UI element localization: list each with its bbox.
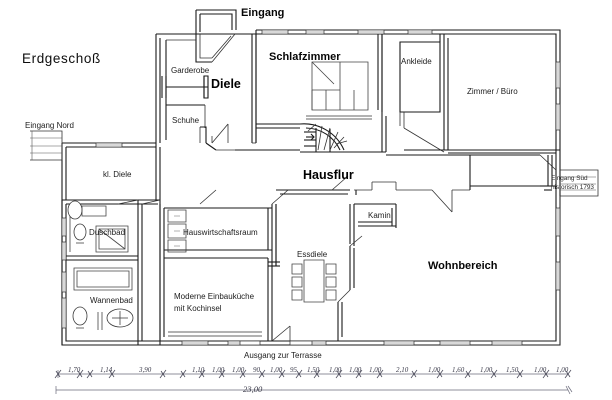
dimension-tick <box>517 370 523 378</box>
page-title: Erdgeschoß <box>22 51 101 66</box>
dimension-tick <box>109 370 115 378</box>
dimension-tick <box>259 370 265 378</box>
room-label-duschbad: Duschbad <box>89 228 126 237</box>
dimension-segment-label: 3,90 <box>139 366 152 374</box>
outer-walls <box>30 9 599 346</box>
dimension-segment-label: 1,10 <box>192 366 205 374</box>
dimension-tick <box>180 370 186 378</box>
dimension-tick <box>219 370 225 378</box>
bath-block <box>61 199 161 345</box>
dimension-tick <box>240 370 246 378</box>
dimension-tick <box>199 370 205 378</box>
room-label-hauswirtschaft: Hauswirtschaftsraum <box>183 228 258 237</box>
room-label-historisch-1793: historisch 1793 <box>551 184 594 191</box>
dimension-tick <box>87 370 93 378</box>
dimension-tick <box>565 370 571 378</box>
dimension-tick <box>411 370 417 378</box>
room-label-eingang: Eingang <box>241 7 285 19</box>
ankleide-buero-group <box>346 34 560 171</box>
room-label-kl-diele: kl. Diele <box>103 170 132 179</box>
room-label-wannenbad: Wannenbad <box>90 296 133 305</box>
room-label-wohnbereich: Wohnbereich <box>428 260 498 272</box>
dimension-tick <box>491 370 497 378</box>
schlafzimmer-group <box>255 30 383 143</box>
dimension-tick <box>55 370 61 378</box>
dimension-segment-label: 1,60 <box>452 366 465 374</box>
dimension-segment-label: 1,00 <box>270 366 283 374</box>
dimension-segment-label: 1,14 <box>100 366 113 374</box>
room-label-kueche-l2: mit Kochinsel <box>174 304 222 313</box>
essdiele-group <box>275 175 363 341</box>
dimension-tick <box>437 370 443 378</box>
room-label-kamin: Kamin <box>368 211 391 220</box>
dimension-tick <box>296 370 302 378</box>
dimension-segment-label: 95 <box>290 366 297 374</box>
dimension-tick <box>377 370 383 378</box>
corridor-openings <box>95 142 123 148</box>
room-label-zimmer-buero: Zimmer / Büro <box>467 87 518 96</box>
diele-group <box>161 33 257 144</box>
dimension-segment-label: 1,50 <box>506 366 519 374</box>
dimension-segment-label: 1,00 <box>428 366 441 374</box>
dimension-segment-label: 1,00 <box>232 366 245 374</box>
staircase <box>205 123 348 153</box>
dimension-segment-label: 1,00 <box>369 366 382 374</box>
room-label-hausflur: Hausflur <box>303 168 354 182</box>
dimension-segment-label: 90 <box>253 366 260 374</box>
dimension-tick <box>336 370 342 378</box>
dimension-segment-label: 1,50 <box>307 366 320 374</box>
room-label-eingang-sued: Eingang Süd <box>551 175 588 182</box>
wohnbereich-group <box>355 155 561 345</box>
room-label-diele: Diele <box>211 77 241 91</box>
room-label-essdiele: Essdiele <box>297 250 328 259</box>
room-label-schlafzimmer: Schlafzimmer <box>269 51 341 63</box>
room-label-ausgang-terrasse: Ausgang zur Terrasse <box>244 351 322 360</box>
room-label-kueche-l1: Moderne Einbauküche <box>174 292 255 301</box>
dimension-tick <box>160 370 166 378</box>
dimension-chain <box>54 369 573 395</box>
room-label-eingang-nord: Eingang Nord <box>25 121 74 130</box>
dimension-tick <box>77 370 83 378</box>
dimension-segment-label: 1,00 <box>212 366 225 374</box>
dimension-segment-label: 2,10 <box>396 366 409 374</box>
dimension-tick <box>279 370 285 378</box>
dimension-segment-label: 1,70 <box>68 366 81 374</box>
dimension-segment-label: 1,00 <box>534 366 547 374</box>
kamin-group <box>354 155 540 228</box>
total-dimension-label: 23,00 <box>243 384 263 394</box>
kitchen-utility-group <box>159 189 313 346</box>
room-label-garderobe: Garderobe <box>171 66 210 75</box>
room-label-schuhe: Schuhe <box>172 116 200 125</box>
dimension-segment-label: 1,00 <box>480 366 493 374</box>
south-windows <box>181 340 523 346</box>
north-windows <box>261 29 433 35</box>
dimension-segment-label: 1,00 <box>349 366 362 374</box>
dimension-segment-label: 1,00 <box>329 366 342 374</box>
dimension-tick <box>543 370 549 378</box>
dimension-tick <box>465 370 471 378</box>
dimension-tick <box>356 370 362 378</box>
room-label-ankleide: Ankleide <box>401 57 432 66</box>
dimension-tick <box>314 370 320 378</box>
dimension-segment-label: 1,00 <box>556 366 569 374</box>
